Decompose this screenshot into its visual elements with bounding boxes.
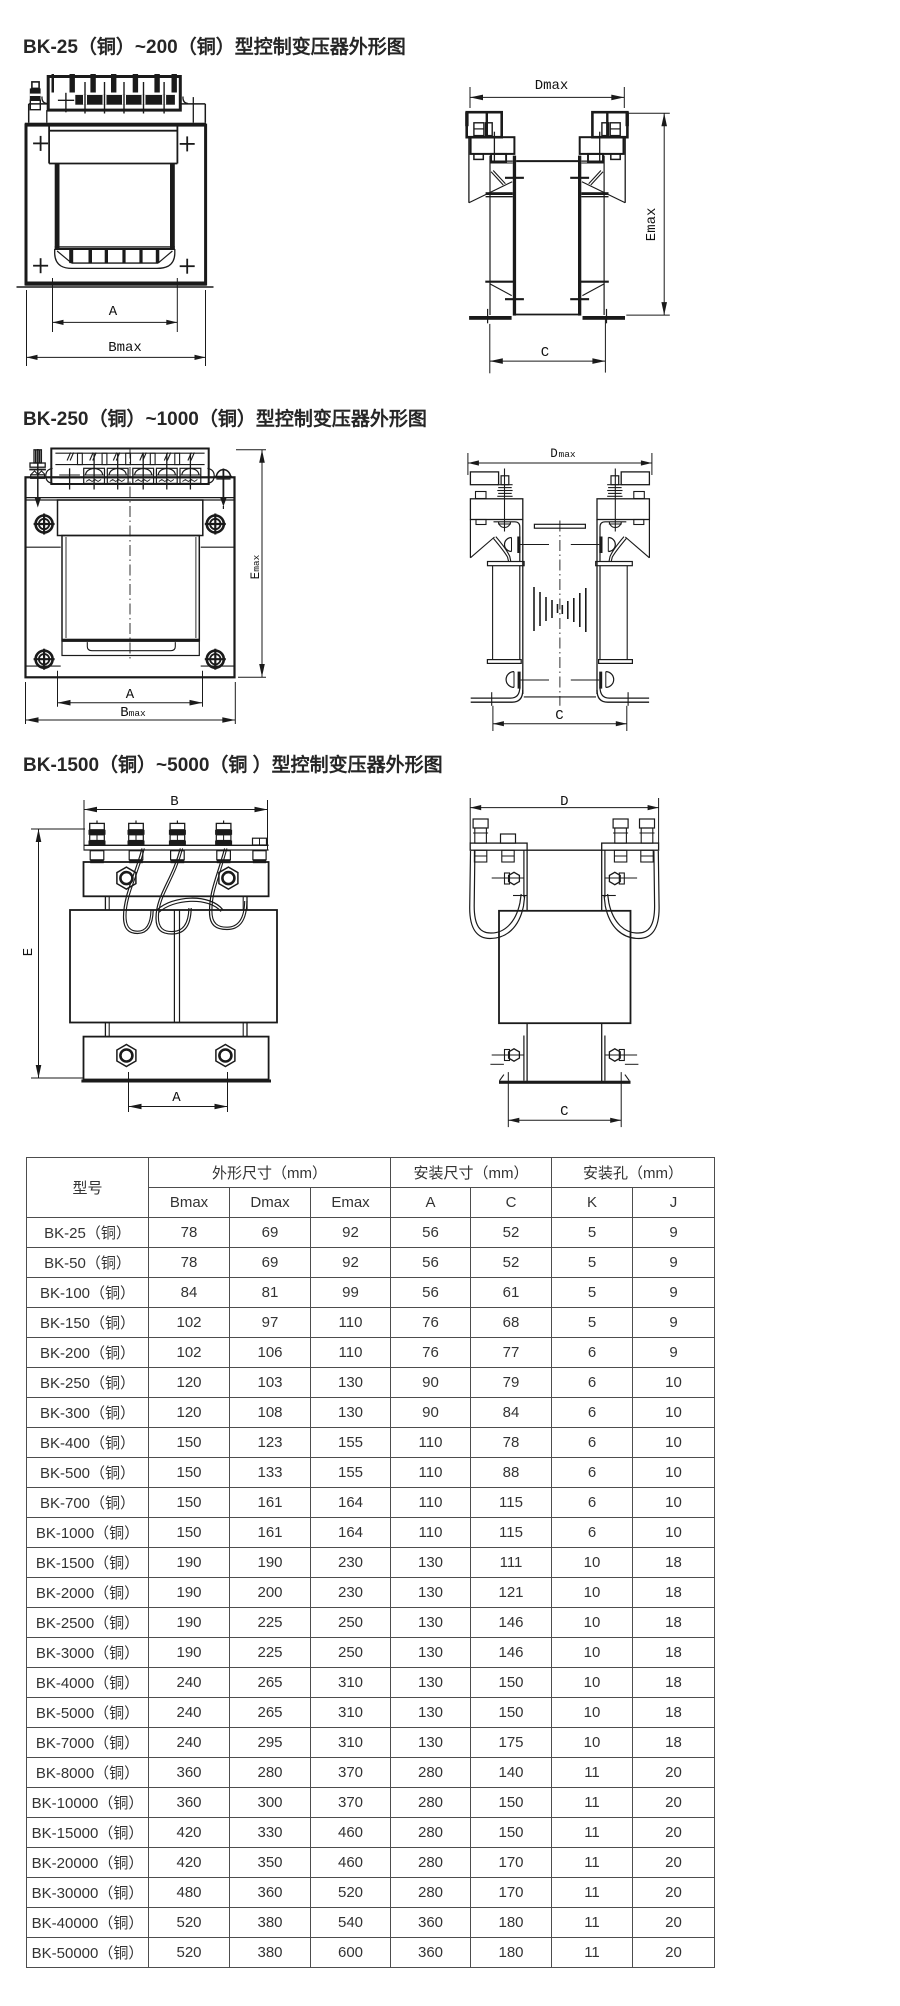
svg-text:A: A (172, 1090, 181, 1106)
svg-text:C: C (555, 708, 563, 724)
svg-text:E: E (21, 948, 37, 956)
svg-text:A: A (126, 687, 135, 703)
svg-text:B: B (170, 794, 178, 810)
svg-text:A: A (109, 304, 118, 320)
svg-text:Bmax: Bmax (120, 705, 146, 721)
svg-text:Emax: Emax (249, 554, 263, 579)
svg-text:D: D (560, 794, 568, 810)
svg-text:D: D (550, 447, 558, 461)
svg-text:Emax: Emax (644, 208, 660, 242)
svg-text:Dmax: Dmax (535, 78, 569, 94)
svg-text:Bmax: Bmax (108, 340, 142, 356)
svg-text:C: C (541, 345, 549, 361)
svg-text:max: max (559, 449, 576, 460)
svg-text:C: C (560, 1104, 568, 1120)
